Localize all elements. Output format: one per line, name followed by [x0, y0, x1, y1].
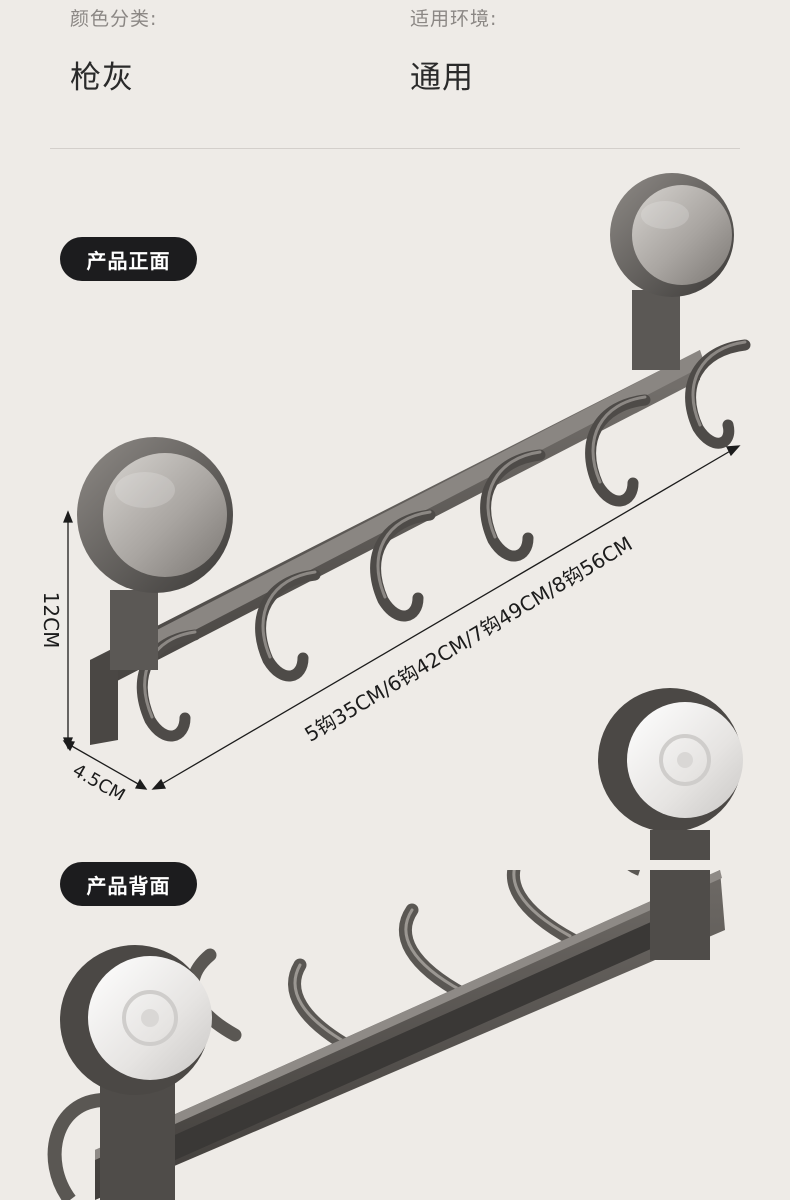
left-suction-cup: [77, 437, 233, 670]
back-view-badge: 产品背面: [60, 862, 197, 906]
back-rail-bar: [95, 870, 725, 1200]
front-view-badge: 产品正面: [60, 237, 197, 281]
product-back-illustration: [47, 870, 725, 1200]
right-suction-cup: [610, 173, 734, 370]
dimension-lines: [62, 445, 741, 790]
color-category-label: 颜色分类:: [70, 8, 158, 30]
hooks: [136, 339, 751, 742]
back-right-cup-face: [598, 688, 743, 860]
back-left-suction-cup: [47, 945, 212, 1200]
color-category-value: 枪灰: [70, 60, 134, 96]
environment-value: 通用: [410, 60, 474, 96]
height-dimension: 12CM: [39, 592, 63, 649]
back-right-suction-cup: [627, 870, 710, 960]
divider: [50, 148, 740, 149]
product-front-illustration: 12CM 4.5CM 5钩35CM/6钩42CM/7钩49CM/8钩56CM: [39, 173, 751, 800]
environment-label: 适用环境:: [410, 8, 498, 30]
